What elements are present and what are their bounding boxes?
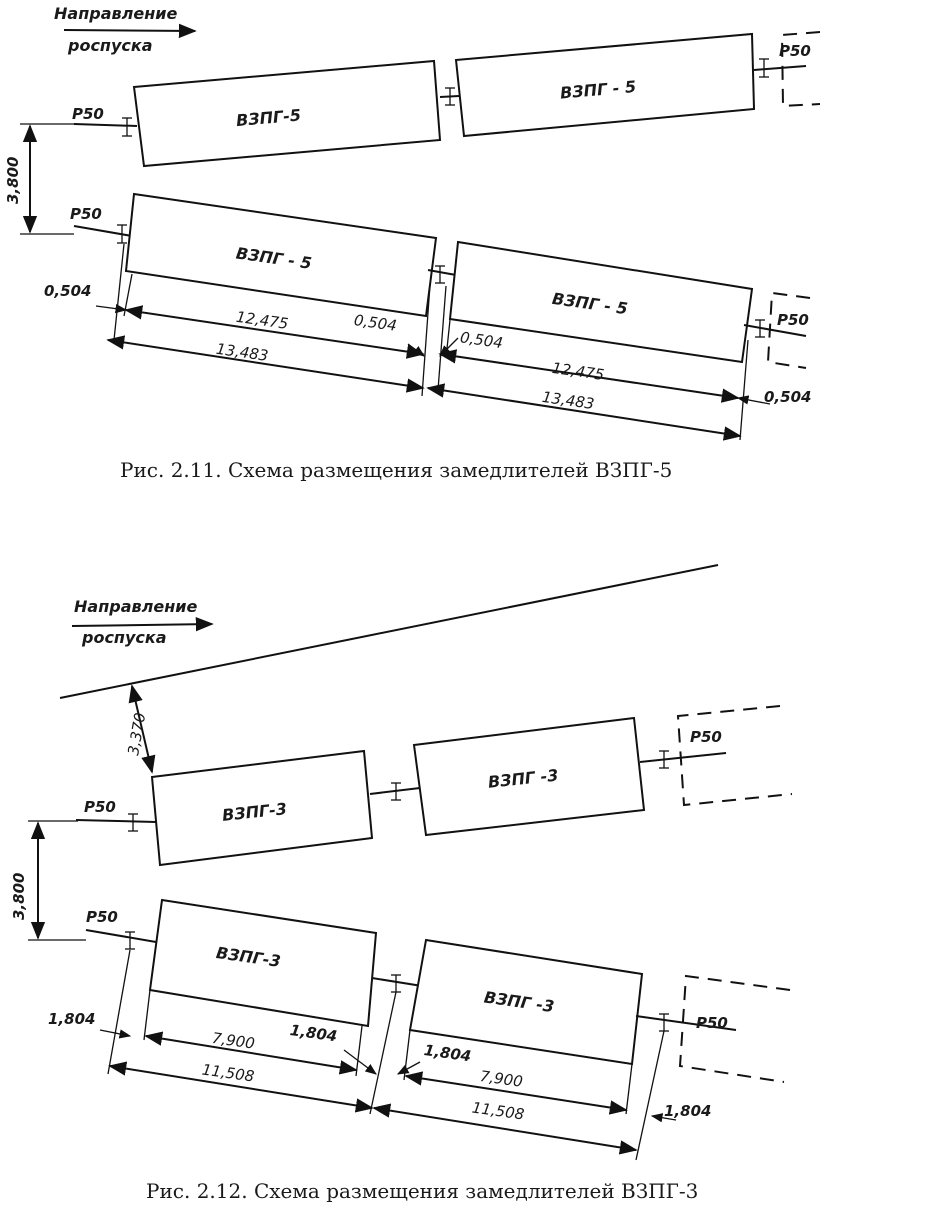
dimension-value: 11,508 [471,1098,525,1123]
dimension-value: 0,504 [44,282,91,300]
joint-mark [391,782,401,801]
dimension-value: 1,804 [664,1102,711,1120]
dimension-value: 12,475 [235,308,289,333]
next-block-outline [676,705,793,807]
dimension-value: 12,475 [551,359,605,384]
joint-mark [755,319,765,338]
joint-mark [659,750,669,769]
joint-mark [391,974,401,993]
dimension-value: 0,504 [459,328,504,352]
dimension-value: 1,804 [423,1041,472,1065]
next-block-outline [766,291,811,369]
joint-line [427,269,457,276]
dimension-value: 1,804 [289,1021,338,1045]
track-spacing-value: 3,800 [10,873,28,920]
adjacent-track-line [59,564,719,699]
retarder-block [124,192,438,318]
lower-track: Р50 ВЗПГ-3 ВЗПГ -3 Р50 [85,898,791,1083]
rail-label: Р50 [72,105,104,123]
joint-mark [122,117,132,137]
figure-caption: Рис. 2.12. Схема размещения замедлителей… [146,1179,698,1203]
rail-label: Р50 [777,311,809,329]
upper-track: Р50 ВЗПГ-5 ВЗПГ - 5 Р50 [72,31,821,168]
dimension-value: 7,900 [479,1067,524,1091]
joint-mark [125,931,135,950]
figure-2-12: Направление роспуска 3,370 Р50 ВЗПГ-3 ВЗ… [10,564,793,1203]
retarder-block [132,59,442,168]
joint-mark [117,224,127,244]
dimension-value: 1,804 [48,1010,95,1028]
rail-label: Р50 [779,42,811,60]
direction-label-line2: роспуска [67,36,153,55]
rail-label: Р50 [70,205,102,223]
dimension-value: 13,483 [541,388,595,413]
next-block-outline [678,974,791,1083]
direction-label-line1: Направление [74,597,197,616]
track-spacing-dimension: 3,800 [10,820,86,941]
rail-line [73,225,133,237]
dimension-value: 7,900 [211,1029,256,1053]
rail-line [635,1015,737,1031]
direction-arrow [71,617,214,632]
offset-value: 3,370 [124,711,149,756]
dimension-value: 0,504 [764,388,811,406]
track-spacing-value: 3,800 [4,157,22,204]
retarder-block [454,32,756,138]
lower-dimensions: 1,804 7,900 1,804 11,508 1,804 7,900 11,… [48,949,711,1161]
retarder-block [150,749,374,867]
direction-label-line2: роспуска [81,628,167,647]
rail-label: Р50 [690,728,722,746]
joint-mark [435,265,445,284]
rail-label: Р50 [86,908,118,926]
dimension-value: 13,483 [215,340,269,365]
figure-2-11: Направление роспуска Р50 ВЗПГ-5 ВЗПГ - 5… [4,4,821,482]
lower-track: Р50 ВЗПГ - 5 ВЗПГ - 5 Р50 [70,192,811,369]
rail-line [753,65,807,71]
retarder-block [412,716,646,837]
rail-line [743,324,807,337]
joint-mark [128,813,138,832]
rail-line [639,752,727,763]
rail-label: Р50 [84,798,116,816]
next-block-outline [780,31,821,108]
offset-dimension: 3,370 [124,684,156,774]
track-spacing-dimension: 3,800 [4,123,74,235]
rail-label: Р50 [696,1014,728,1032]
joint-line [369,787,421,795]
joint-mark [659,1013,669,1032]
upper-track: Р50 ВЗПГ-3 ВЗПГ -3 Р50 [75,705,793,867]
joint-mark [445,87,455,106]
rail-line [75,819,157,823]
retarder-block [448,240,754,364]
direction-label-line1: Направление [54,4,177,23]
joint-mark [759,58,769,78]
dimension-value: 0,504 [353,311,398,335]
direction-arrow [63,23,197,39]
figure-caption: Рис. 2.11. Схема размещения замедлителей… [120,458,672,482]
joint-line [371,977,423,987]
retarder-block [148,898,378,1028]
rail-line [85,929,157,943]
